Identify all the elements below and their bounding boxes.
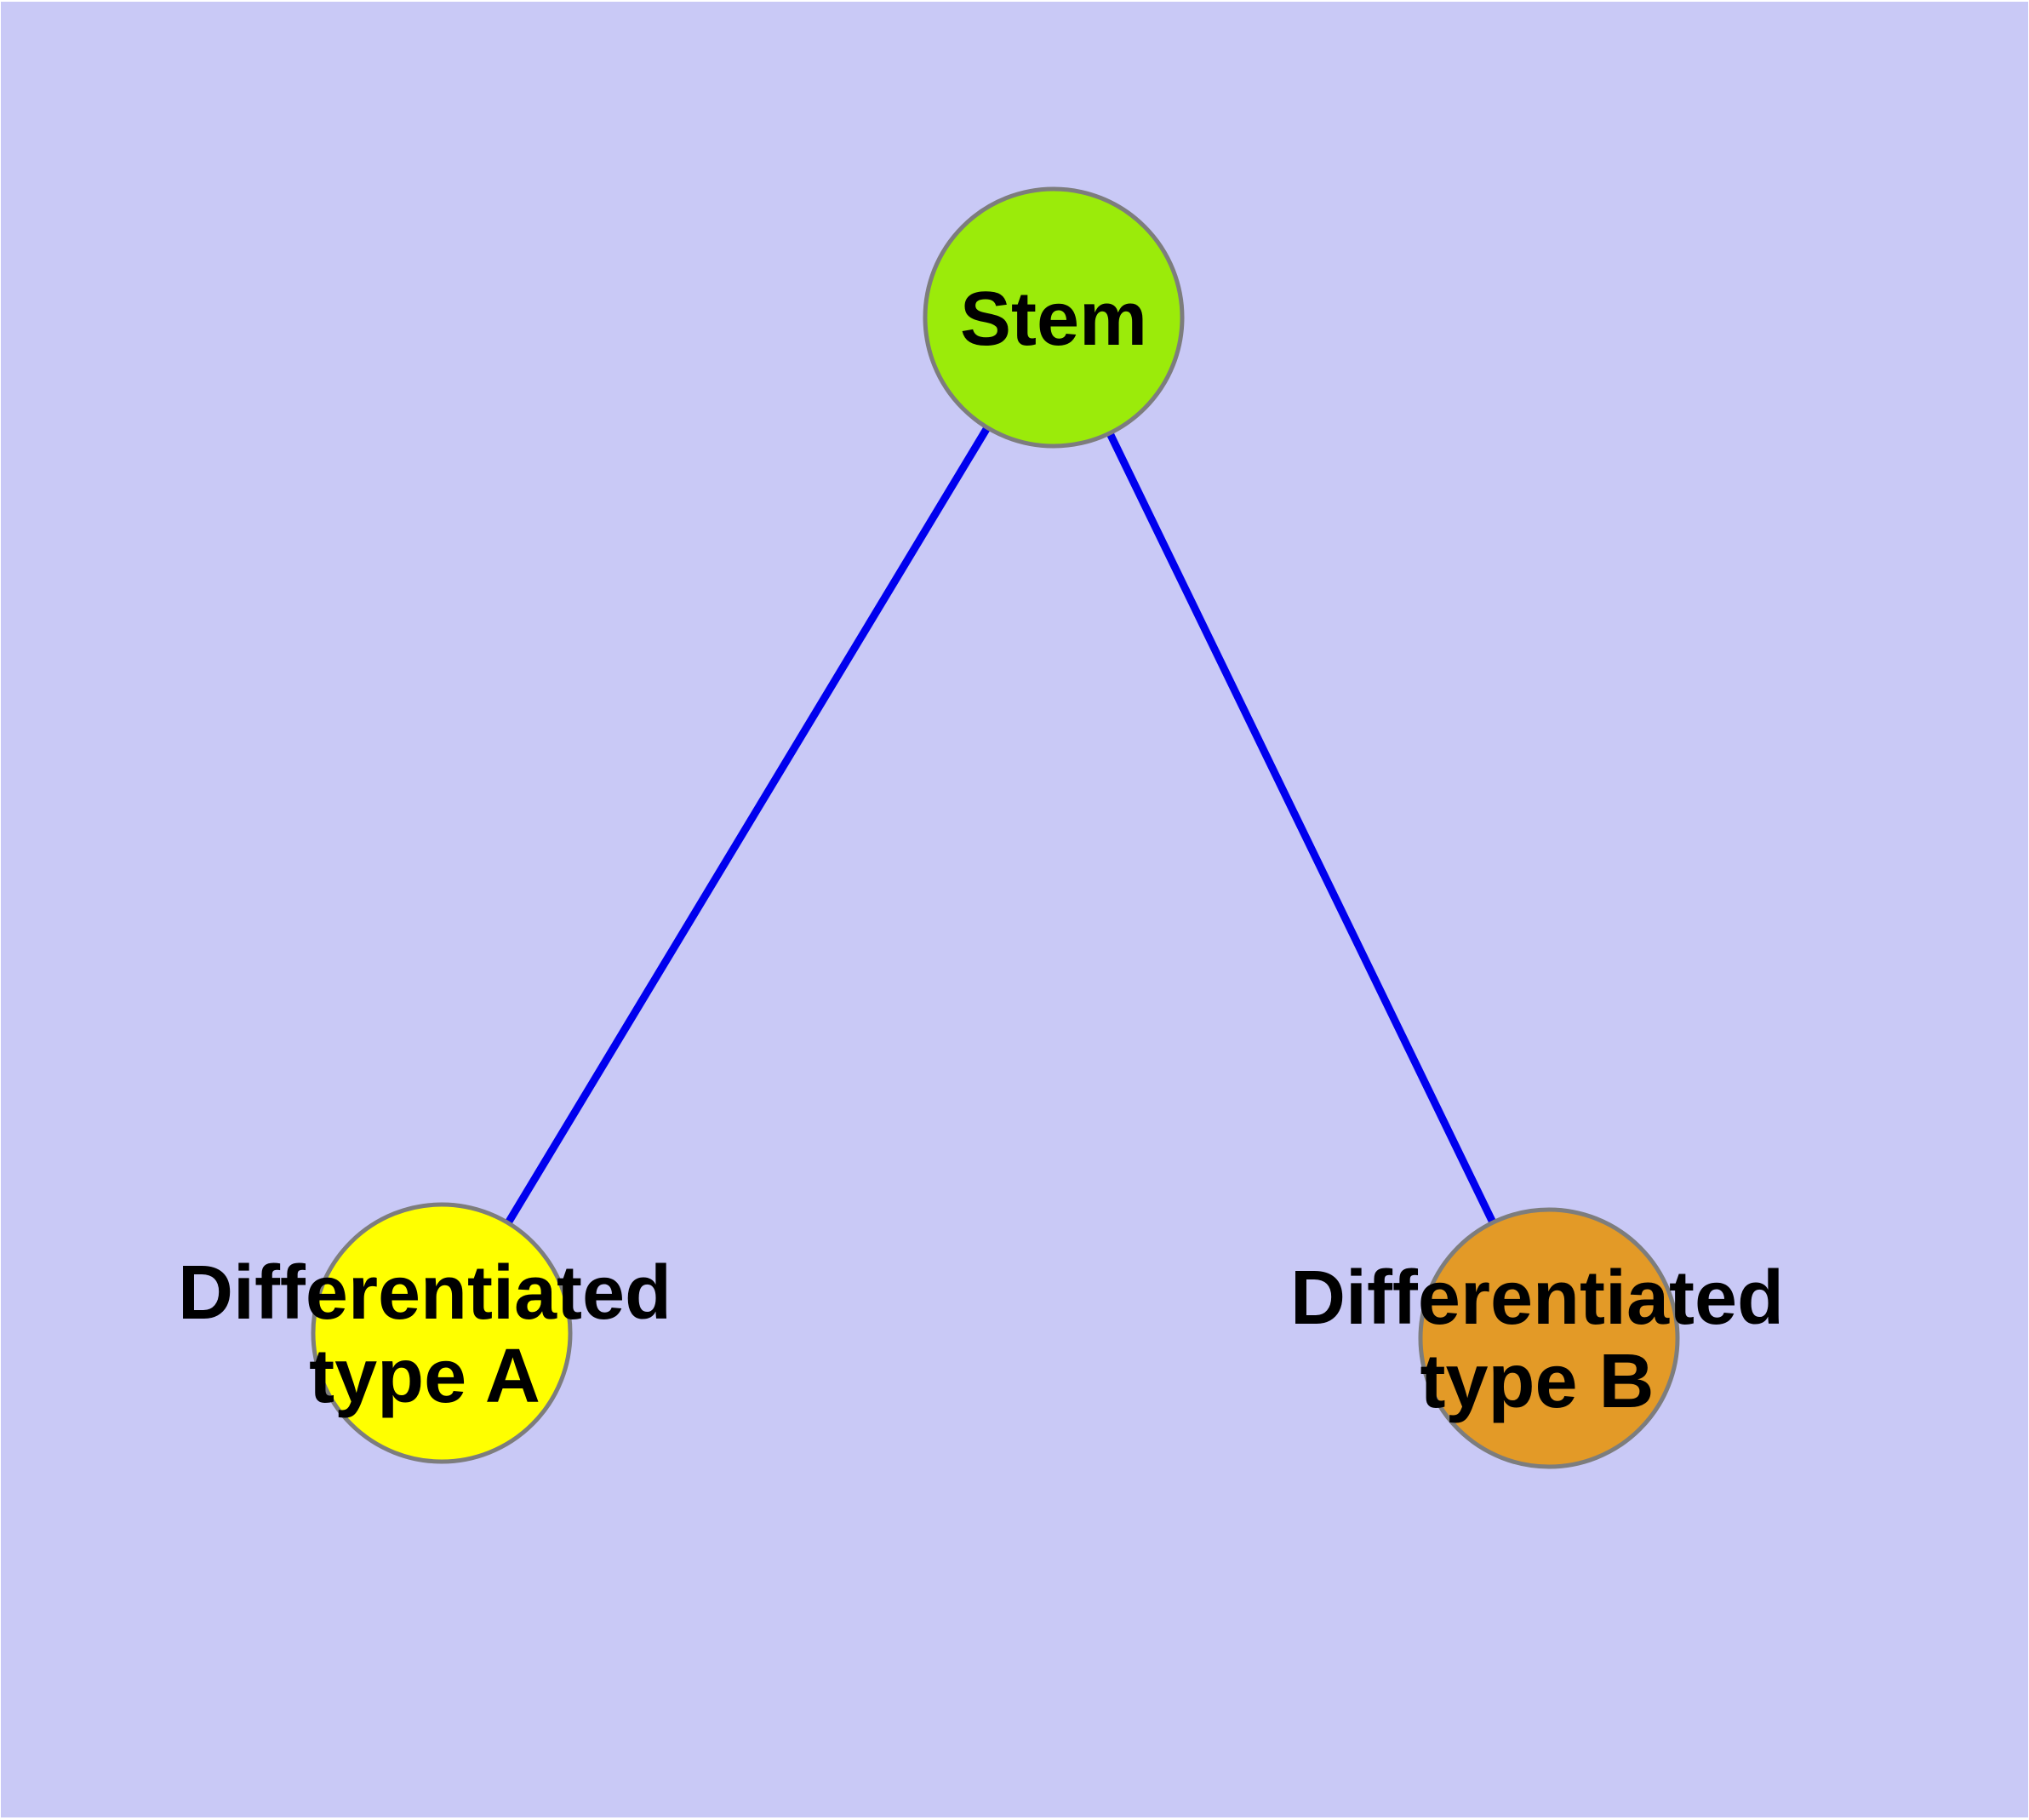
node-label-line: type B bbox=[1420, 1339, 1654, 1424]
edge-stem-to-differentiated-type-b bbox=[1049, 316, 1553, 1340]
node-label-line: Stem bbox=[960, 277, 1147, 362]
node-label-line: Differentiated bbox=[1290, 1256, 1784, 1341]
node-circle-stem bbox=[923, 186, 1185, 449]
node-circle-differentiated-type-a bbox=[311, 1202, 573, 1464]
node-circle-differentiated-type-b bbox=[1418, 1207, 1680, 1469]
node-label-line: type A bbox=[309, 1334, 540, 1419]
edge-stem-to-differentiated-type-a bbox=[438, 315, 1057, 1336]
node-label-line: Differentiated bbox=[178, 1251, 672, 1336]
node-label-stem: Stem bbox=[960, 277, 1147, 362]
